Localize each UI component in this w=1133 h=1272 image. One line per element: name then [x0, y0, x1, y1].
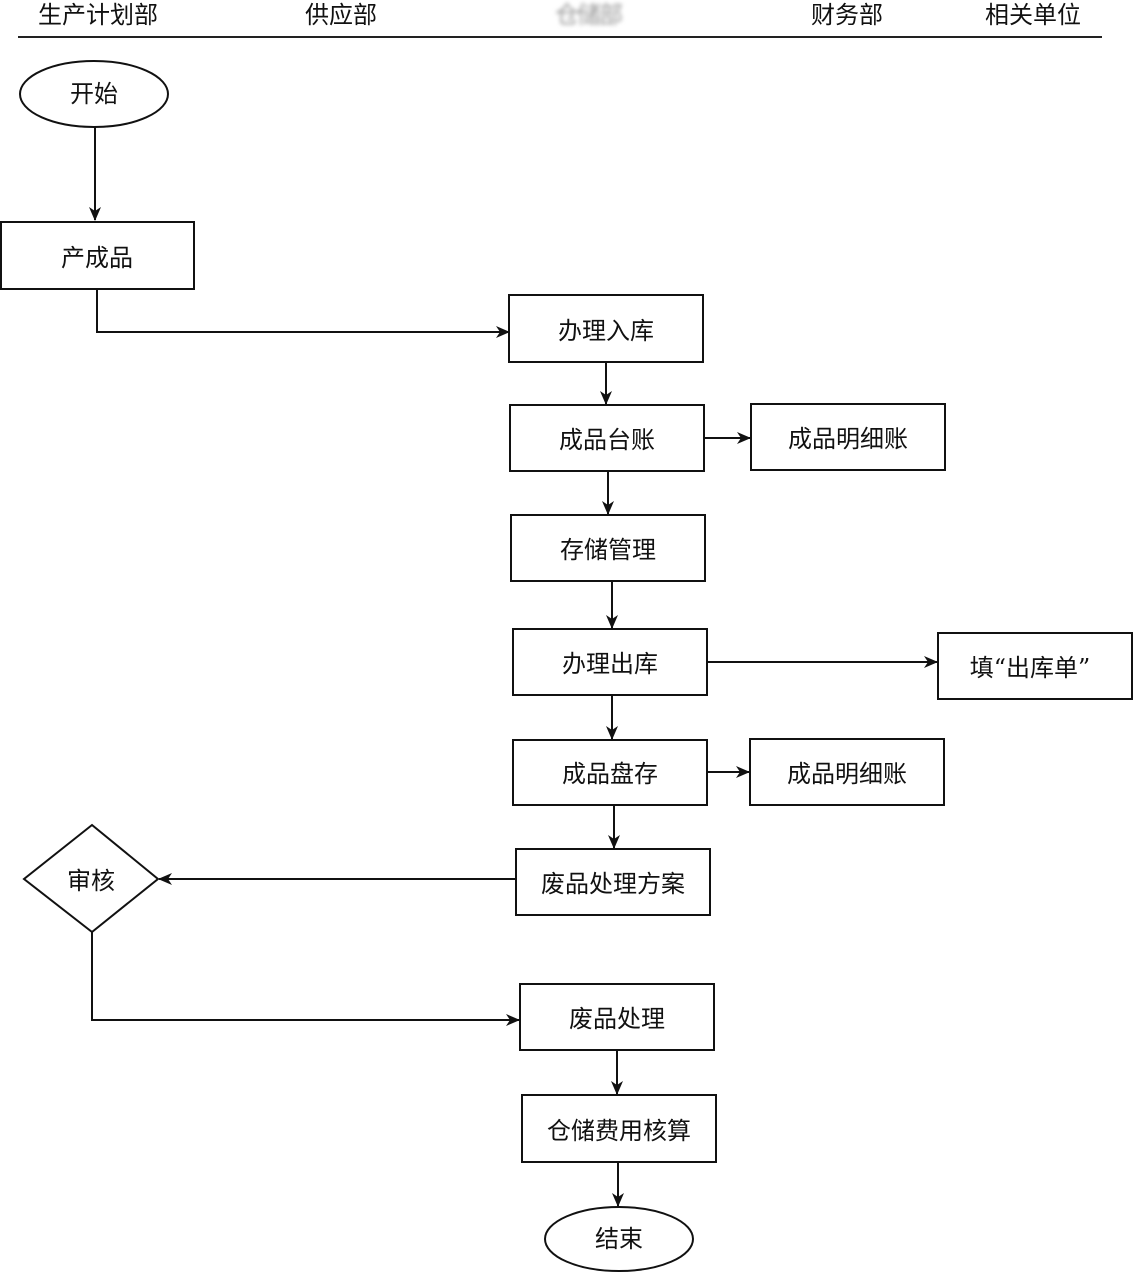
edge-produce-stockin — [96, 289, 510, 338]
stockout-label: 办理出库 — [562, 650, 658, 678]
end-node — [544, 1206, 694, 1272]
ledger-label: 成品台账 — [559, 426, 655, 454]
storage-box — [510, 514, 706, 582]
lane-finance: 财务部 — [811, 1, 883, 29]
lane-related-units: 相关单位 — [985, 1, 1081, 29]
waste-box — [519, 983, 715, 1051]
produce-label: 产成品 — [61, 244, 133, 272]
stockout-box — [512, 628, 708, 696]
detail1-box — [750, 403, 946, 471]
outform-label: 填“出库单” — [970, 654, 1091, 682]
stockin-box — [508, 294, 704, 363]
inventory-box — [512, 739, 708, 806]
detail1-label: 成品明细账 — [788, 425, 908, 453]
ledger-box — [509, 404, 705, 472]
edge-review-waste — [91, 931, 520, 1026]
lane-header-divider — [18, 36, 1102, 38]
waste-label: 废品处理 — [569, 1005, 665, 1033]
lane-supply: 供应部 — [305, 1, 377, 29]
lane-production-planning: 生产计划部 — [38, 1, 158, 29]
storage-label: 存储管理 — [560, 536, 656, 564]
stockin-label: 办理入库 — [558, 317, 654, 345]
start-node — [19, 60, 169, 128]
detail2-box — [749, 738, 945, 806]
outform-box — [937, 632, 1133, 700]
lane-warehouse: 仓储部 — [555, 1, 623, 29]
end-label: 结束 — [595, 1225, 643, 1253]
wasteplan-box — [515, 848, 711, 916]
produce-box — [0, 221, 195, 290]
review-diamond — [22, 823, 160, 934]
cost-box — [521, 1094, 717, 1163]
inventory-label: 成品盘存 — [562, 760, 658, 788]
cost-label: 仓储费用核算 — [547, 1117, 691, 1145]
wasteplan-label: 废品处理方案 — [541, 870, 685, 898]
start-label: 开始 — [70, 80, 118, 108]
detail2-label: 成品明细账 — [787, 760, 907, 788]
review-label: 审核 — [67, 867, 115, 895]
